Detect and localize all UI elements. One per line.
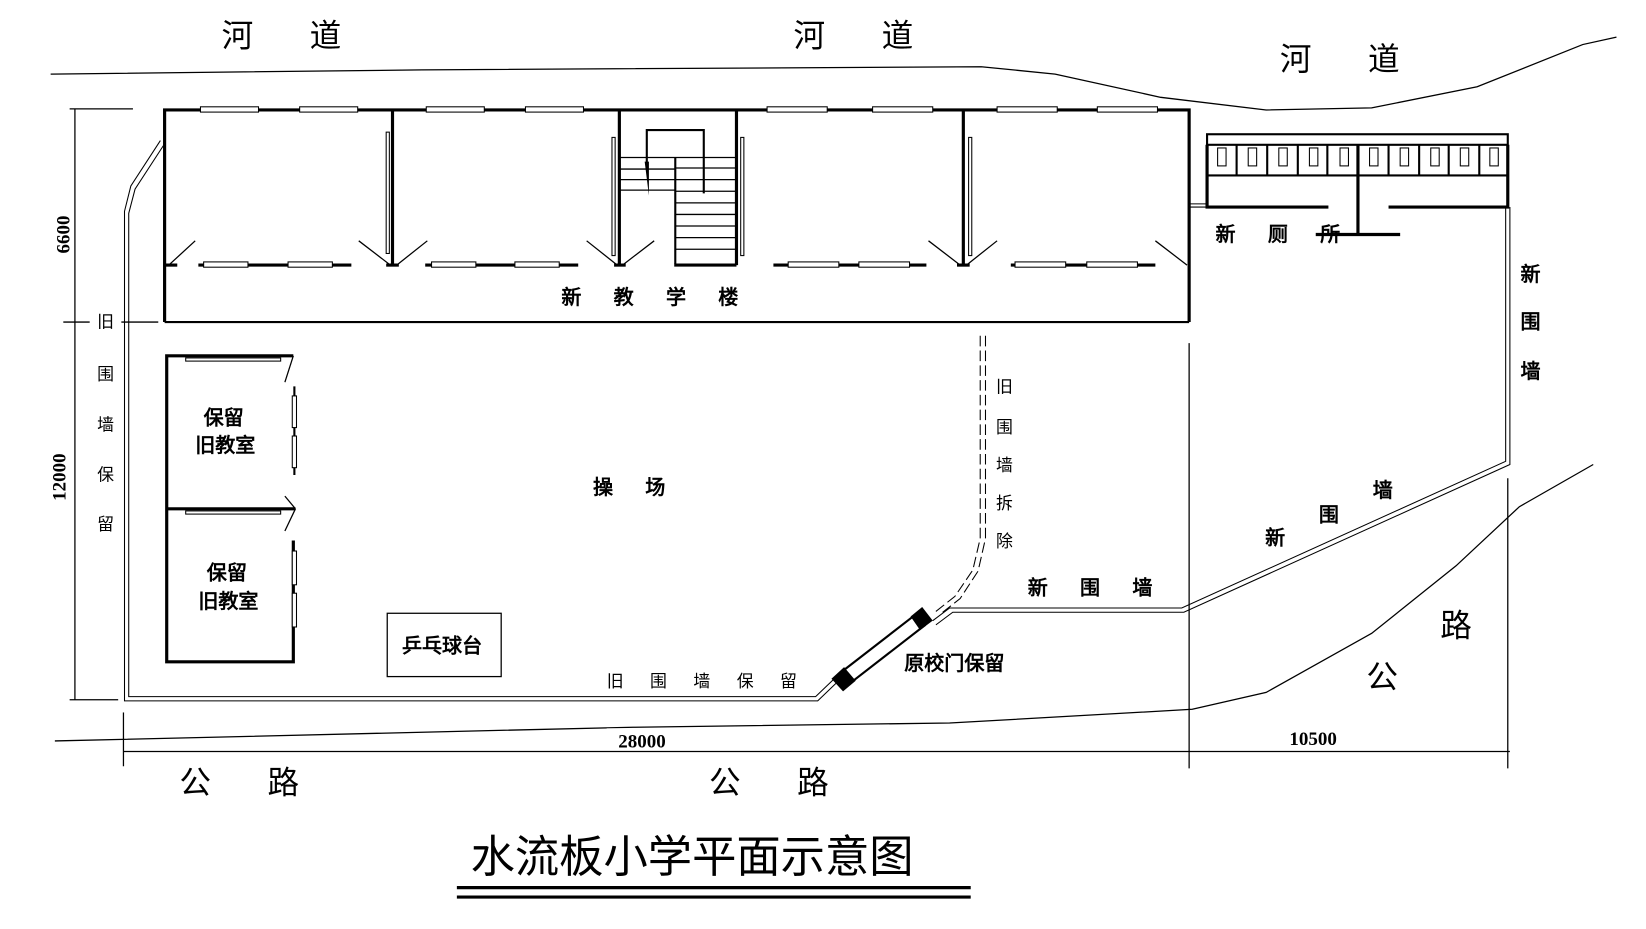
new-wall-right-label-2: 围 bbox=[1520, 309, 1540, 333]
old-wall-left-label-5: 留 bbox=[97, 514, 114, 534]
new-toilet bbox=[1205, 133, 1510, 237]
original-gate bbox=[831, 606, 933, 692]
old-wall-left-label-1: 旧 bbox=[97, 311, 114, 331]
river-label-3: 河 道 bbox=[1280, 42, 1423, 78]
toilet-stalls bbox=[1217, 144, 1499, 176]
old-wall-bottom-label: 旧 围 墙 保 留 bbox=[607, 671, 808, 691]
original-gate-label: 原校门保留 bbox=[904, 651, 1004, 675]
road-edge-bottom bbox=[54, 463, 1594, 742]
old-classroom-2-label-line1: 保留 bbox=[206, 561, 247, 585]
river-label-1: 河 道 bbox=[222, 19, 365, 55]
new-wall bbox=[932, 207, 1511, 626]
old-wall-demolished-label-4: 拆 bbox=[996, 493, 1013, 513]
dimension-lines-left bbox=[63, 108, 159, 701]
new-toilet-label: 新 厕 所 bbox=[1216, 222, 1353, 246]
river-label-2: 河 道 bbox=[793, 19, 936, 55]
old-wall-demolished-label-1: 旧 bbox=[996, 377, 1013, 397]
old-wall-demolished-label-5: 除 bbox=[996, 531, 1013, 551]
road-label-4: 公 bbox=[1366, 660, 1421, 696]
staircase bbox=[619, 128, 737, 265]
new-wall-right-label-3: 墙 bbox=[1520, 359, 1540, 383]
new-teaching-building bbox=[163, 106, 1191, 324]
old-wall-left-label-3: 墙 bbox=[97, 415, 114, 435]
dimension-12000: 12000 bbox=[49, 453, 70, 500]
new-wall-right-label-1: 新 bbox=[1520, 262, 1540, 286]
ping-pong-table bbox=[386, 612, 502, 678]
road-label-1: 公 路 bbox=[179, 766, 322, 802]
river-bank-line bbox=[50, 36, 1617, 111]
old-wall-left-label-4: 保 bbox=[97, 464, 114, 484]
old-wall-left-label-2: 围 bbox=[97, 364, 114, 384]
dimension-28000: 28000 bbox=[618, 731, 665, 752]
road-label-2: 公 路 bbox=[709, 766, 852, 802]
old-classrooms bbox=[165, 354, 298, 664]
dimension-10500: 10500 bbox=[1289, 729, 1336, 750]
old-classroom-2-label-line2: 旧教室 bbox=[198, 589, 258, 613]
ping-pong-table-label: 乒乓球台 bbox=[402, 633, 482, 657]
playground-label: 操 场 bbox=[593, 475, 678, 499]
new-wall-diag-label-2: 围 bbox=[1319, 502, 1339, 526]
road-label-3: 路 bbox=[1440, 608, 1495, 644]
dimension-6600: 6600 bbox=[54, 215, 75, 253]
dimension-lines-bottom bbox=[122, 712, 1510, 767]
new-teaching-building-label: 新 教 学 楼 bbox=[561, 285, 751, 309]
old-classroom-1-label-line1: 保留 bbox=[203, 405, 244, 429]
new-wall-diag-label-1: 新 bbox=[1265, 526, 1285, 550]
old-classroom-1-label-line2: 旧教室 bbox=[195, 433, 255, 457]
new-wall-diag-label-3: 墙 bbox=[1373, 478, 1393, 502]
old-wall-left bbox=[123, 140, 845, 702]
new-wall-mid-label: 新 围 墙 bbox=[1028, 575, 1165, 599]
page-title: 水流板小学平面示意图 bbox=[471, 832, 914, 883]
old-wall-demolished bbox=[934, 335, 987, 615]
old-wall-demolished-label-2: 围 bbox=[996, 417, 1013, 437]
old-wall-demolished-label-3: 墙 bbox=[996, 455, 1013, 475]
